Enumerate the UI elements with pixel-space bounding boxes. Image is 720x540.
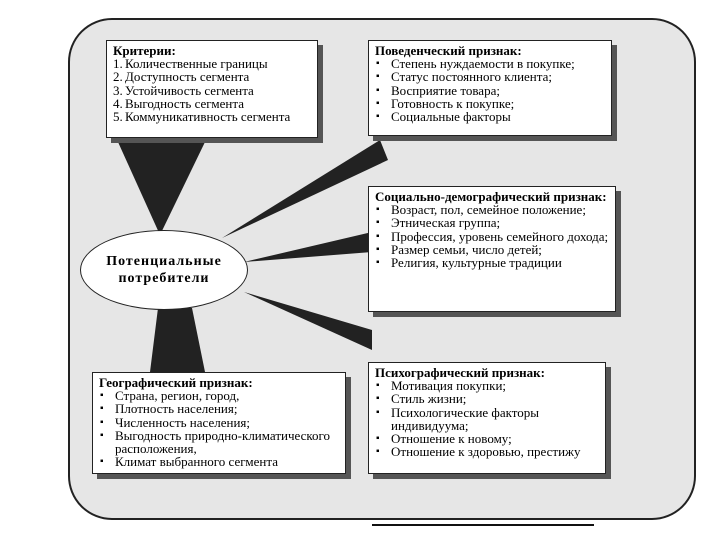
geographic-item: Плотность населения;	[99, 402, 339, 416]
behavioral-item: Статус постоянного клиента;	[375, 70, 605, 84]
psychographic-item: Психологические факторы индивидуума;	[375, 405, 599, 432]
socio-demographic-title: Социально-демографический признак:	[375, 189, 607, 204]
psychographic-item: Мотивация покупки;	[375, 379, 599, 393]
psychographic-item: Отношение к здоровью, престижу	[375, 445, 599, 459]
socio-demographic-list: Возраст, пол, семейное положение; Этниче…	[375, 203, 609, 269]
psychographic-title: Психографический признак:	[375, 365, 545, 380]
connector-behavioral	[222, 140, 388, 238]
socio-demographic-item: Религия, культурные традиции	[375, 256, 609, 270]
socio-demographic-box: Социально-демографический признак: Возра…	[368, 186, 616, 312]
behavioral-box: Поведенческий признак: Степень нуждаемос…	[368, 40, 612, 136]
behavioral-list: Степень нуждаемости в покупке; Статус по…	[375, 57, 605, 123]
psychographic-list: Мотивация покупки; Стиль жизни; Психолог…	[375, 379, 599, 459]
criteria-item: 1.Количественные границы	[113, 56, 268, 72]
geographic-box: Географический признак: Страна, регион, …	[92, 372, 346, 474]
psychographic-box: Психографический признак: Мотивация поку…	[368, 362, 606, 474]
geographic-list: Страна, регион, город, Плотность населен…	[99, 389, 339, 469]
geographic-item: Численность населения;	[99, 415, 339, 429]
behavioral-title: Поведенческий признак:	[375, 43, 522, 58]
connector-psychographic	[244, 292, 372, 350]
criteria-item: 5.Коммуникативность сегмента	[113, 109, 291, 125]
behavioral-item: Готовность к покупке;	[375, 97, 605, 111]
criteria-item: 2.Доступность сегмента	[113, 69, 250, 85]
criteria-item: 3.Устойчивость сегмента	[113, 82, 254, 98]
behavioral-item: Социальные факторы	[375, 110, 605, 124]
criteria-item: 4.Выгодность сегмента	[113, 95, 244, 111]
psychographic-item: Стиль жизни;	[375, 392, 599, 406]
geographic-title: Географический признак:	[99, 375, 253, 390]
behavioral-item: Степень нуждаемости в покупке;	[375, 57, 605, 71]
geographic-item: Страна, регион, город,	[99, 389, 339, 403]
socio-demographic-item: Этническая группа;	[375, 216, 609, 230]
socio-demographic-item: Размер семьи, число детей;	[375, 243, 609, 257]
connector-geographic	[150, 308, 205, 372]
connector-criteria	[118, 142, 205, 235]
center-label-line2: потребители	[118, 271, 210, 286]
bottom-divider-line	[372, 524, 594, 526]
criteria-box: Критерии: 1.Количественные границы 2.Дос…	[106, 40, 318, 138]
psychographic-item: Отношение к новому;	[375, 432, 599, 446]
center-label-line1: Потенциальные	[106, 254, 222, 269]
criteria-title: Критерии:	[113, 43, 176, 58]
socio-demographic-item: Профессия, уровень семейного дохода;	[375, 229, 609, 243]
socio-demographic-item: Возраст, пол, семейное положение;	[375, 203, 609, 217]
behavioral-item: Восприятие товара;	[375, 83, 605, 97]
geographic-item: Выгодность природно-климатического распо…	[99, 429, 339, 456]
criteria-list: 1.Количественные границы 2.Доступность с…	[113, 57, 311, 123]
geographic-item: Климат выбранного сегмента	[99, 455, 339, 469]
potential-consumers-node: Потенциальные потребители	[80, 230, 248, 310]
connector-socio-demographic	[244, 232, 372, 262]
